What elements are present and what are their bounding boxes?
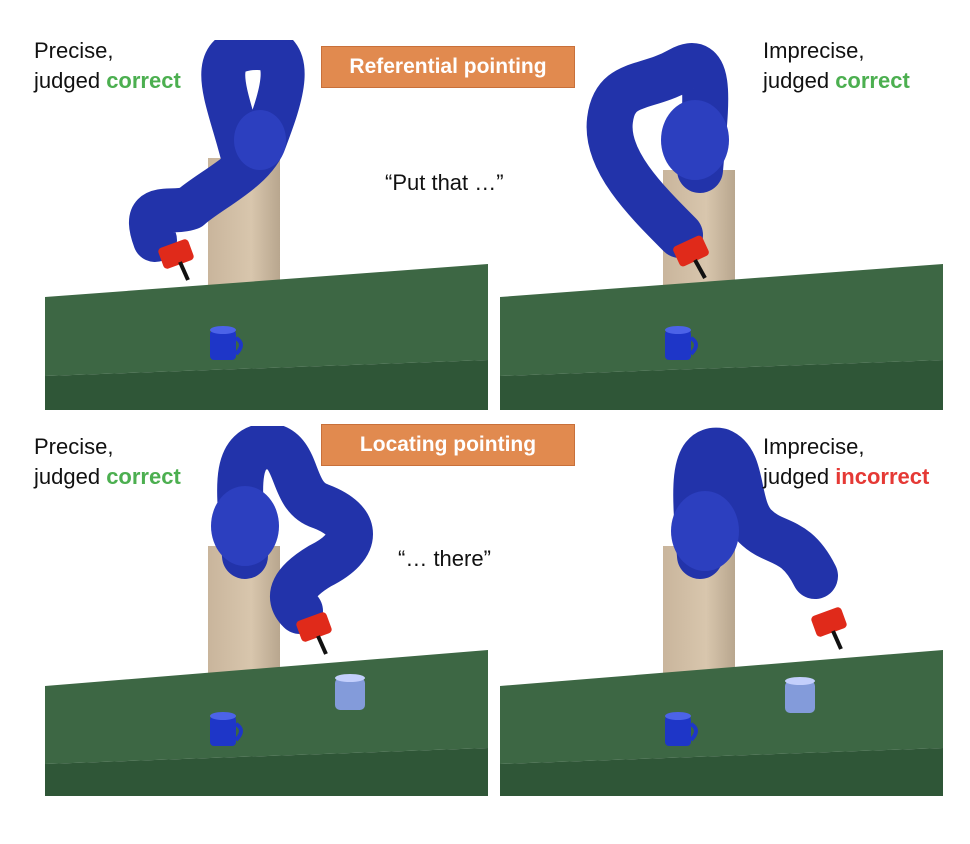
blue-cup xyxy=(210,326,243,360)
verdict-incorrect: incorrect xyxy=(835,464,930,489)
label-line1: Imprecise, xyxy=(763,434,865,459)
robot-joint xyxy=(671,491,739,571)
verdict-correct: correct xyxy=(106,68,181,93)
target-cup-ghost xyxy=(785,677,815,713)
label-line2: judged correct xyxy=(34,66,181,96)
gripper-finger xyxy=(831,630,843,650)
scene-locating-precise xyxy=(40,426,490,798)
gripper-finger xyxy=(693,259,707,279)
gripper-finger xyxy=(178,261,190,281)
robot-joint xyxy=(211,486,279,566)
gripper xyxy=(811,607,847,637)
blue-cup xyxy=(665,712,698,746)
table-top xyxy=(45,650,488,764)
label-line1: Precise, xyxy=(34,38,114,63)
robot-arm xyxy=(217,426,373,634)
label-line1: Precise, xyxy=(34,434,114,459)
gripper xyxy=(296,612,332,642)
scene-locating-imprecise xyxy=(495,426,945,798)
table-front xyxy=(45,748,488,796)
label-bottom-right: Imprecise, judged incorrect xyxy=(763,432,929,492)
label-line1: Imprecise, xyxy=(763,38,865,63)
scene-referential-imprecise xyxy=(495,40,945,412)
label-line2: judged correct xyxy=(34,462,181,492)
label-top-left: Precise, judged correct xyxy=(34,36,181,96)
robot-joint xyxy=(661,100,729,180)
label-prefix: judged xyxy=(34,68,107,93)
robot-arm xyxy=(673,427,838,599)
label-line2: judged correct xyxy=(763,66,910,96)
verdict-correct: correct xyxy=(106,464,181,489)
robot-joint xyxy=(234,110,286,170)
verdict-correct: correct xyxy=(835,68,910,93)
label-prefix: judged xyxy=(34,464,107,489)
table-front xyxy=(500,748,943,796)
target-cup-ghost xyxy=(335,674,365,710)
table-top xyxy=(500,650,943,764)
quote-put-that: “Put that …” xyxy=(385,170,504,195)
gripper xyxy=(158,239,194,269)
label-top-right: Imprecise, judged correct xyxy=(763,36,910,96)
blue-cup xyxy=(210,712,243,746)
table-top xyxy=(45,264,488,376)
gripper-finger xyxy=(316,635,328,655)
gripper xyxy=(673,235,709,267)
blue-cup xyxy=(665,326,698,360)
banner-locating-pointing: Locating pointing xyxy=(321,424,575,466)
label-bottom-left: Precise, judged correct xyxy=(34,432,181,492)
robot-arm xyxy=(586,43,729,258)
table-front xyxy=(500,360,943,410)
label-prefix: judged xyxy=(763,464,836,489)
scene-referential-precise xyxy=(40,40,490,412)
banner-referential-pointing: Referential pointing xyxy=(321,46,575,88)
table-top xyxy=(500,264,943,376)
table-front xyxy=(45,360,488,410)
label-line2: judged incorrect xyxy=(763,462,929,492)
quote-there: “… there” xyxy=(398,546,491,571)
label-prefix: judged xyxy=(763,68,836,93)
